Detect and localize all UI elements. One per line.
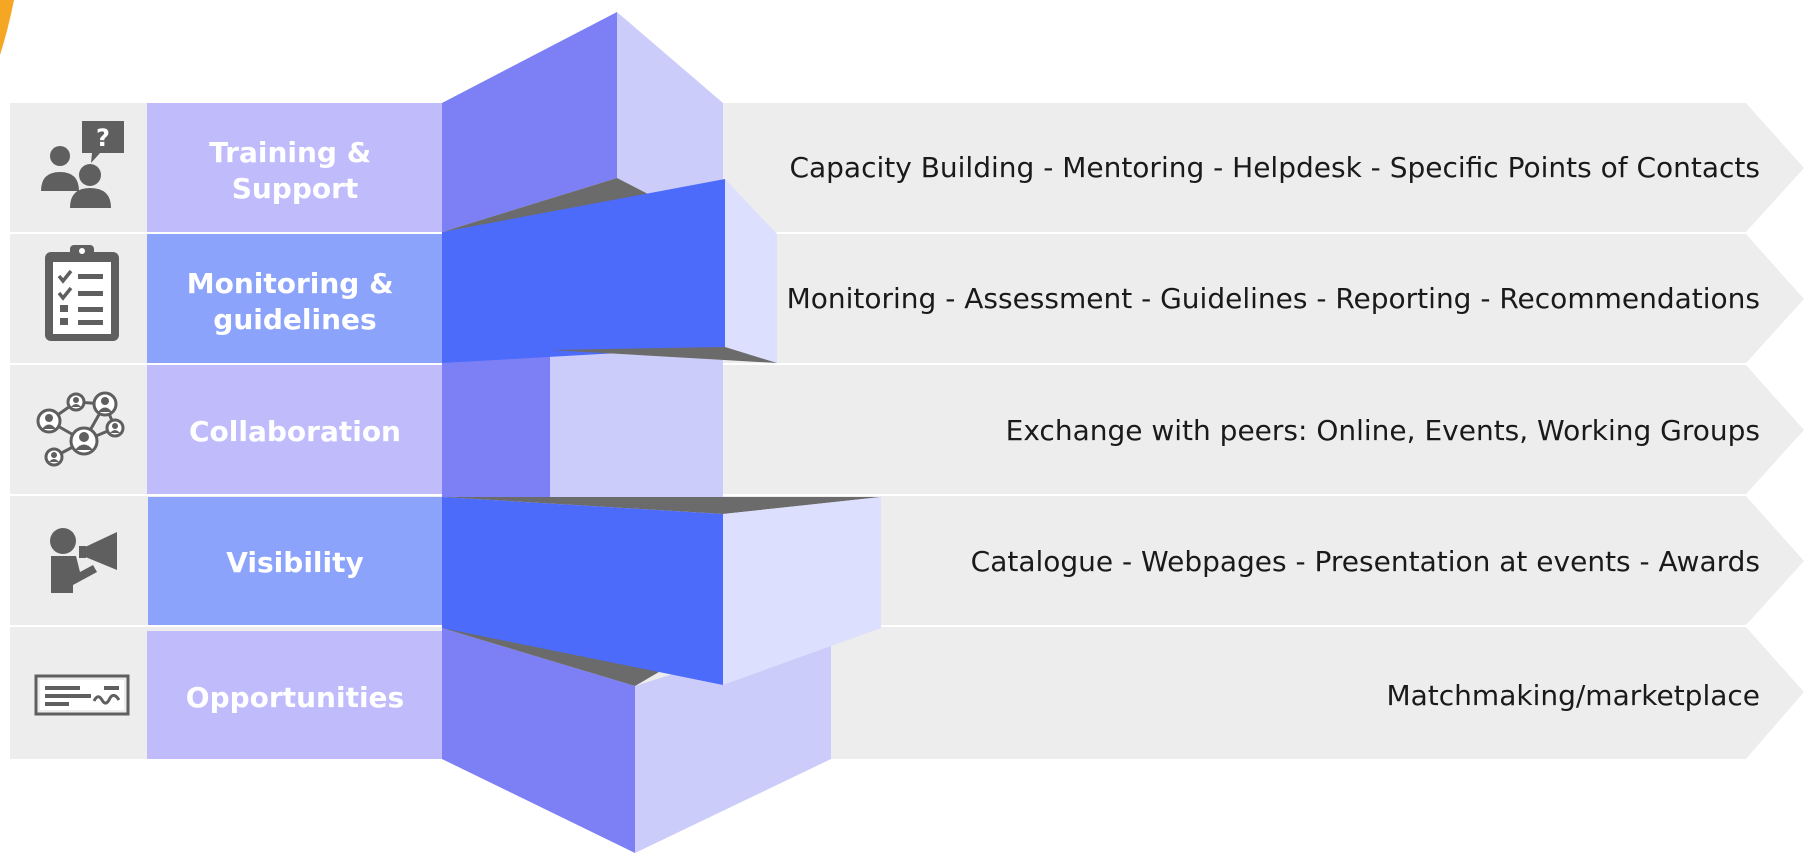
block-top-shadow: [442, 178, 650, 232]
category-label-line: guidelines: [213, 303, 376, 336]
category-label-line: Opportunities: [186, 681, 404, 714]
block-visibility-front: [442, 497, 723, 685]
category-boxes: [147, 103, 442, 759]
description-training: Capacity Building - Mentoring - Helpdesk…: [789, 151, 1760, 184]
row-descriptions: Capacity Building - Mentoring - Helpdesk…: [787, 151, 1760, 712]
block-bottom-front: [442, 628, 635, 853]
category-label-collaboration: Collaboration: [189, 415, 401, 448]
category-box-monitoring: [147, 234, 442, 363]
block-top-side: [617, 12, 723, 232]
description-opportunities: Matchmaking/marketplace: [1386, 679, 1760, 712]
block-collab-front: [442, 350, 550, 497]
block-bottom-side: [635, 624, 831, 853]
clipboard-checklist-icon: [45, 245, 119, 341]
block-monitoring-side: [725, 179, 777, 363]
description-visibility: Catalogue - Webpages - Presentation at e…: [971, 545, 1760, 578]
block-visibility-side: [723, 497, 881, 685]
cheque-card-icon: [34, 674, 130, 716]
category-label-monitoring: Monitoring & guidelines: [187, 267, 404, 336]
block-visibility-shadow: [442, 497, 881, 514]
block-monitoring-front: [442, 179, 725, 363]
category-label-opportunities: Opportunities: [186, 681, 404, 714]
description-collaboration: Exchange with peers: Online, Events, Wor…: [1006, 414, 1760, 447]
corner-accent: [0, 0, 14, 55]
category-box-visibility: [148, 497, 442, 625]
category-label-line: Collaboration: [189, 415, 401, 448]
block-top-front: [442, 12, 617, 232]
category-label-line: Training &: [209, 136, 371, 169]
category-box-training: [147, 103, 442, 232]
category-labels: Training & Support Monitoring & guidelin…: [186, 136, 404, 714]
description-monitoring: Monitoring - Assessment - Guidelines - R…: [787, 282, 1760, 315]
help-question-people-icon: ?: [41, 121, 124, 208]
category-label-visibility: Visibility: [226, 546, 364, 579]
category-label-line: Visibility: [226, 546, 364, 579]
block-collab-side: [550, 350, 723, 497]
category-box-collaboration: [147, 365, 442, 494]
network-people-heads: [42, 397, 120, 462]
svg-text:?: ?: [96, 124, 110, 152]
category-box-opportunities: [147, 631, 442, 759]
category-label-line: Monitoring &: [187, 267, 394, 300]
megaphone-person-icon: [50, 528, 117, 593]
category-label-line: Support: [232, 172, 359, 205]
category-label-training: Training & Support: [209, 136, 381, 205]
block-monitoring-shadow: [550, 347, 777, 363]
stacked-blocks: [442, 12, 881, 853]
